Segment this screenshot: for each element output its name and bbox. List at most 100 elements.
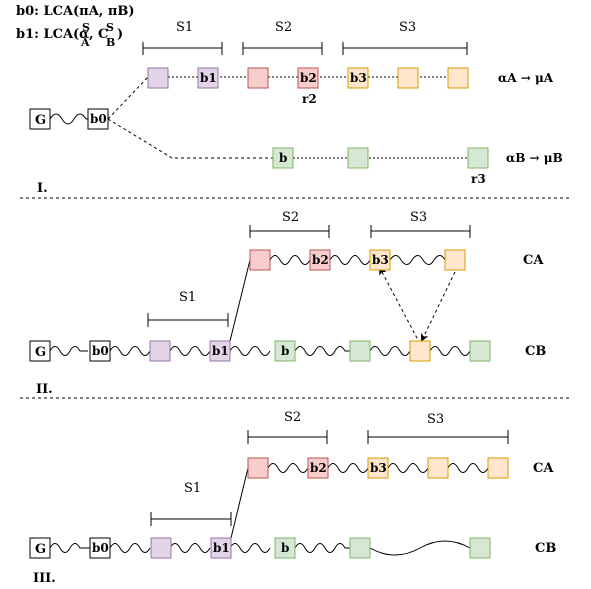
cb-label: CB <box>525 344 546 359</box>
box-b1 <box>209 340 231 362</box>
wave-ca-3 <box>389 255 446 265</box>
b1-definition-sub-b: B <box>106 36 115 49</box>
r2-label: r2 <box>302 92 317 106</box>
node-g <box>29 108 51 130</box>
s2-label: S2 <box>275 20 292 35</box>
wave-g-b0 <box>49 113 88 125</box>
box-green-3 <box>469 340 491 362</box>
box-green-2 <box>349 340 371 362</box>
box-b3-label: b3 <box>350 71 367 85</box>
box-green-3 <box>469 537 491 559</box>
r3-label: r3 <box>471 172 486 186</box>
box-b-label: b <box>281 344 289 358</box>
bracket-s2 <box>249 225 330 238</box>
box-b2-label: b2 <box>300 71 317 85</box>
branch-b <box>107 118 273 159</box>
box-green-3 <box>467 147 489 169</box>
node-b0-label: b0 <box>92 541 109 555</box>
box-b2 <box>309 249 331 271</box>
box-purple-1 <box>149 340 171 362</box>
s3-label: S3 <box>399 20 416 35</box>
node-g <box>29 340 51 362</box>
s2-label: S2 <box>282 210 299 225</box>
bracket-s1 <box>147 313 229 327</box>
bracket-s3 <box>367 430 509 444</box>
b0-definition: b0: LCA(πA, πB) <box>16 4 135 19</box>
node-g <box>29 537 51 559</box>
node-g-label: G <box>35 345 46 360</box>
box-red-1 <box>247 67 269 89</box>
box-b3 <box>367 457 389 479</box>
node-g-label: G <box>35 113 46 128</box>
s1-label: S1 <box>179 290 196 305</box>
b1-definition-sup-s: S <box>82 21 90 34</box>
bracket-s1 <box>150 512 232 526</box>
box-b3-label: b3 <box>370 461 387 475</box>
box-orange-2 <box>397 67 419 89</box>
wave-ca <box>267 463 489 473</box>
header: b0: LCA(πA, πB) b1: LCA(α S A , C S B ) <box>16 4 135 49</box>
box-red-1 <box>249 249 271 271</box>
wave-cb <box>49 346 471 356</box>
cb-label: CB <box>535 541 556 556</box>
box-b2-label: b2 <box>312 253 329 267</box>
ca-label: CA <box>523 253 544 268</box>
box-b1 <box>210 537 232 559</box>
arrow-orange-to-cb <box>421 271 456 342</box>
bracket-s2 <box>242 42 323 55</box>
box-orange-3 <box>447 67 469 89</box>
connector-b1-ca <box>230 467 249 539</box>
box-orange-cb <box>409 340 431 362</box>
panel-1-label: I. <box>37 181 48 196</box>
panel-3: S2 S3 S1 b2 b3 CA G b0 <box>29 410 556 586</box>
box-green-2 <box>349 537 371 559</box>
arrow-b3-to-cb <box>379 266 419 341</box>
box-green-2 <box>347 147 369 169</box>
s2-label: S2 <box>284 410 301 425</box>
box-b1-label: b1 <box>200 71 217 85</box>
box-red-1 <box>247 457 269 479</box>
node-b0 <box>89 340 111 362</box>
map-a-label: αA → μA <box>498 71 554 85</box>
box-b <box>274 537 296 559</box>
panel-1: S1 S2 S3 G b0 b1 b2 r2 b3 <box>29 20 563 196</box>
box-b1 <box>197 67 219 89</box>
bracket-s3 <box>342 42 468 55</box>
box-b3-label: b3 <box>372 253 389 267</box>
box-b-label: b <box>281 541 289 555</box>
box-b2-label: b2 <box>310 461 327 475</box>
node-b0-label: b0 <box>92 344 109 358</box>
node-g-label: G <box>35 542 46 557</box>
s1-label: S1 <box>184 481 201 496</box>
box-b1-label: b1 <box>213 541 230 555</box>
box-b <box>272 147 294 169</box>
box-b1-label: b1 <box>212 344 229 358</box>
panel-2-label: II. <box>36 382 53 397</box>
panel-3-label: III. <box>33 571 56 586</box>
box-orange-2 <box>427 457 449 479</box>
box-b3 <box>369 249 391 271</box>
s3-label: S3 <box>410 210 427 225</box>
bracket-s2 <box>247 430 328 444</box>
wave-ca-2 <box>329 255 371 265</box>
b1-definition-sup-s2: S <box>106 21 114 34</box>
panel-2: S2 S3 S1 b2 b3 CA <box>29 210 546 397</box>
box-b2 <box>307 457 329 479</box>
node-b0 <box>87 108 109 130</box>
box-purple-1 <box>150 537 172 559</box>
b1-definition-sub-a: A <box>80 36 90 49</box>
box-orange-2 <box>444 249 466 271</box>
box-b <box>274 340 296 362</box>
wave-ca-1 <box>269 255 311 265</box>
box-orange-3 <box>487 457 509 479</box>
b1-definition-comma-c: , C <box>89 27 108 42</box>
s3-label: S3 <box>427 412 444 427</box>
ca-label: CA <box>533 461 554 476</box>
b1-definition-close: ) <box>117 27 123 42</box>
box-purple-1 <box>147 67 169 89</box>
box-b3 <box>347 67 369 89</box>
map-b-label: αB → μB <box>506 151 563 165</box>
connector-b1-ca <box>229 259 251 342</box>
s1-label: S1 <box>176 20 193 35</box>
